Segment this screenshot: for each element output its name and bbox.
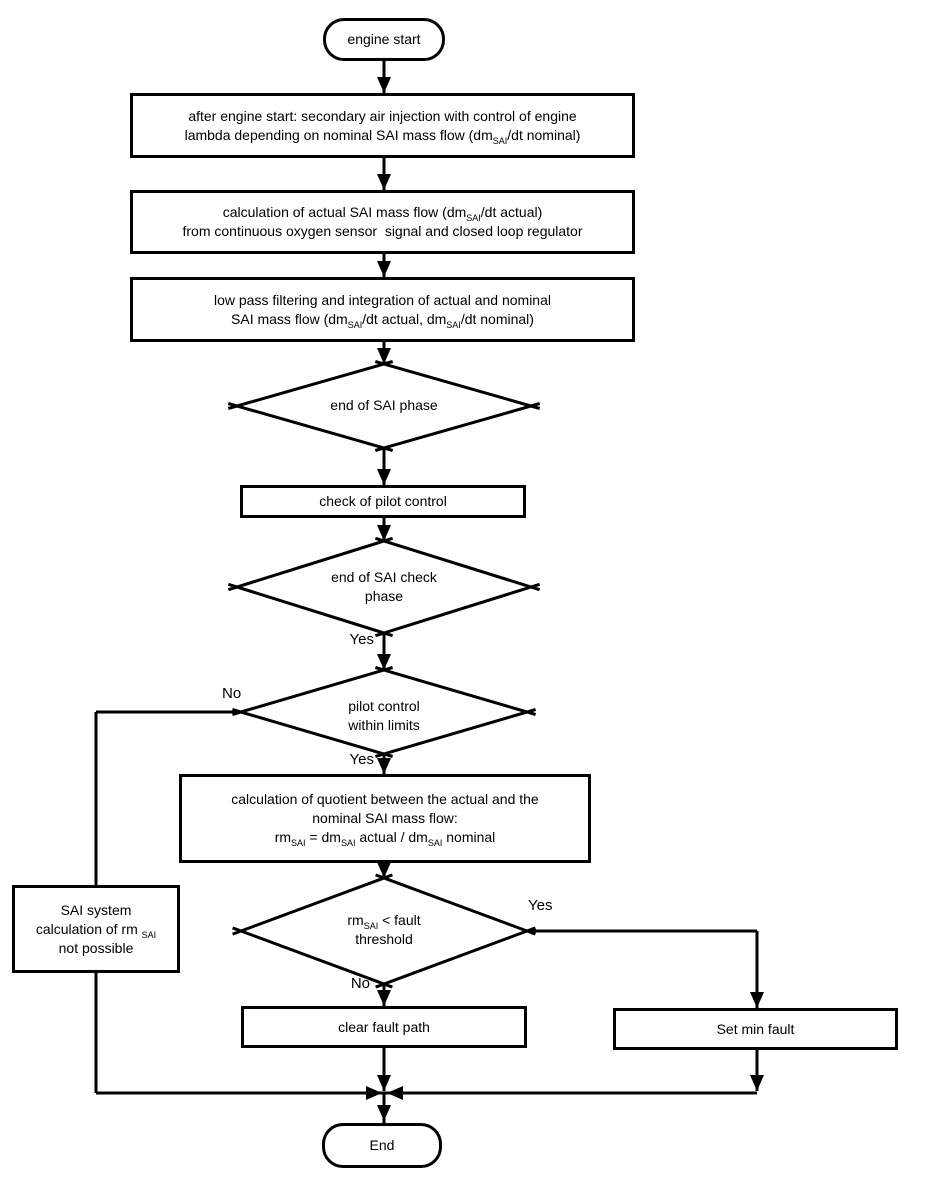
process-line: calculation of quotient between the actu… <box>231 791 539 807</box>
decision-pilot-within-limits-outline <box>231 666 537 758</box>
process-line: not possible <box>58 939 134 956</box>
end-label: End <box>369 1137 395 1153</box>
process-sai-injection: after engine start: secondary air inject… <box>130 93 635 158</box>
process-clear-fault: clear fault path <box>241 1006 527 1048</box>
decision-end-of-sai-phase-outline <box>227 360 541 452</box>
end-terminal: End <box>322 1123 442 1168</box>
decision-fault-threshold-label: rmSAI < fault threshold <box>274 911 494 949</box>
process-line: nominal SAI mass flow: <box>312 810 458 826</box>
process-pilot-check: check of pilot control <box>240 485 526 518</box>
process-line: calculation of rm SAI <box>35 920 157 940</box>
arrowheads <box>366 77 764 1121</box>
edge-label-threshold-yes: Yes <box>528 897 553 914</box>
process-line: from continuous oxygen sensor signal and… <box>182 223 583 239</box>
decision-end-of-sai-phase-label: end of SAI phase <box>330 397 438 413</box>
process-quotient: calculation of quotient between the actu… <box>179 774 591 863</box>
edge-label-end-check-yes: Yes <box>349 631 374 648</box>
process-line: calculation of actual SAI mass flow (dmS… <box>222 204 543 223</box>
edge-label-threshold-no: No <box>350 975 370 992</box>
process-line: after engine start: secondary air inject… <box>188 107 577 124</box>
process-line: SAI system <box>60 901 132 918</box>
decision-end-of-sai-check-label: end of SAI check phase <box>331 569 437 604</box>
process-line: lambda depending on nominal SAI mass flo… <box>184 126 581 146</box>
start-label: engine start <box>347 31 421 47</box>
start-terminal: engine start <box>323 18 445 61</box>
process-line: rmSAI = dmSAI actual / dmSAI nominal <box>274 829 496 848</box>
process-line: SAI mass flow (dmSAI/dt actual, dmSAI/dt… <box>231 310 534 330</box>
decision-pilot-within-limits-label: pilot control within limits <box>348 698 420 733</box>
edge-label-limits-no: No <box>222 685 242 702</box>
process-set-min-fault: Set min fault <box>613 1008 898 1050</box>
decision-line: rmSAI < fault <box>347 912 421 931</box>
process-actual-flow: calculation of actual SAI mass flow (dmS… <box>130 190 635 254</box>
process-line: low pass filtering and integration of ac… <box>214 291 551 308</box>
process-filtering: low pass filtering and integration of ac… <box>130 277 635 342</box>
decision-fault-threshold-outline <box>232 873 536 989</box>
decision-end-of-sai-check-outline <box>227 536 541 638</box>
process-not-possible: SAI system calculation of rm SAI not pos… <box>12 885 180 973</box>
edge-label-limits-yes: Yes <box>349 751 374 768</box>
